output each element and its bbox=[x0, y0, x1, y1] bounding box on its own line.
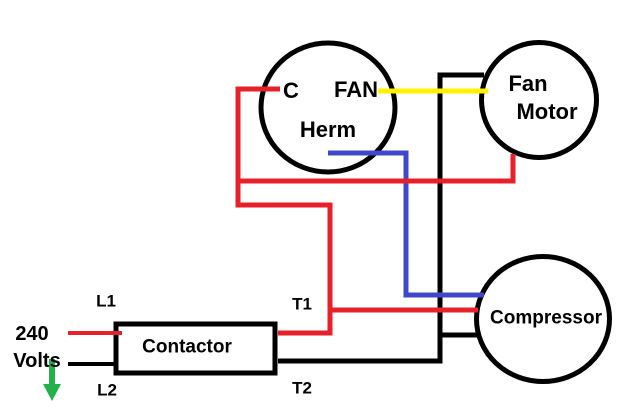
green-down-arrow-icon bbox=[43, 384, 61, 401]
wire-red-to-fan-motor bbox=[238, 154, 516, 184]
terminal-label-t1: T1 bbox=[292, 294, 312, 314]
compressor-circle bbox=[474, 254, 612, 384]
compressor-label: Compressor bbox=[490, 307, 602, 329]
wire-red-t1-to-capacitor-c bbox=[235, 86, 333, 336]
terminal-label-t2: T2 bbox=[292, 378, 312, 398]
supply-unit-label: Volts bbox=[13, 350, 61, 372]
capacitor-terminal-fan: FAN bbox=[334, 77, 378, 102]
wire-blue-herm-to-compressor bbox=[328, 150, 484, 298]
fan-motor-label-line1: Fan bbox=[508, 71, 548, 96]
supply-voltage-label: 240 bbox=[15, 323, 49, 345]
fan-motor-label-line2: Motor bbox=[516, 99, 578, 124]
contactor-label: Contactor bbox=[142, 336, 232, 358]
wire-black-t2-to-fan-motor bbox=[278, 72, 484, 364]
terminal-label-l1: L1 bbox=[96, 291, 116, 311]
contactor-box bbox=[113, 321, 278, 376]
capacitor-terminal-c: C bbox=[283, 78, 299, 103]
run-capacitor-circle bbox=[258, 40, 398, 175]
fan-motor-circle bbox=[479, 40, 599, 160]
capacitor-terminal-herm: Herm bbox=[299, 117, 357, 142]
terminal-label-l2: L2 bbox=[97, 380, 117, 400]
